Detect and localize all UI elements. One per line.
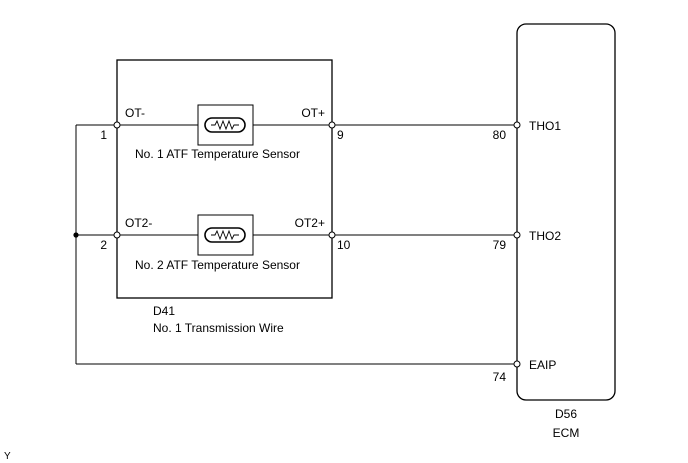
sensor2-thermistor-icon [197, 214, 254, 256]
sensor1-pos-label: OT+ [301, 106, 325, 120]
ecm-code: D56 [555, 407, 577, 421]
ecm-terminal-label-tho1: THO1 [529, 119, 561, 133]
ecm-terminal-pin-74: 74 [493, 370, 507, 384]
d41-connector-box [116, 59, 333, 299]
sensor1-thermistor-icon [197, 104, 254, 146]
ecm-terminal-pin-79: 79 [493, 238, 507, 252]
ecm-terminal-pin-80: 80 [493, 128, 507, 142]
d41-code: D41 [153, 304, 175, 318]
sensor2-pos-label: OT2+ [295, 216, 325, 230]
sensor2-neg-label: OT2- [125, 216, 152, 230]
terminal-ecm-pin74 [513, 360, 521, 368]
ecm-terminal-label-eaip: EAIP [529, 358, 556, 372]
sensor1-neg-pin: 1 [100, 128, 107, 142]
terminal-d41-pin10 [328, 231, 336, 239]
ecm-terminal-label-tho2: THO2 [529, 229, 561, 243]
sensor1-name: No. 1 ATF Temperature Sensor [135, 147, 300, 161]
corner-mark: Y [4, 451, 11, 462]
sensor2-name: No. 2 ATF Temperature Sensor [135, 258, 300, 272]
ecm-box [516, 23, 616, 401]
terminal-d41-pin1 [113, 121, 121, 129]
terminal-ecm-pin79 [513, 231, 521, 239]
terminal-ecm-pin80 [513, 121, 521, 129]
sensor1-neg-label: OT- [125, 106, 145, 120]
terminal-d41-pin2 [113, 231, 121, 239]
sensor2-pos-pin: 10 [337, 238, 351, 252]
splice-point [73, 232, 79, 238]
sensor1-pos-pin: 9 [337, 128, 344, 142]
terminal-d41-pin9 [328, 121, 336, 129]
ecm-name: ECM [553, 426, 580, 440]
d41-name: No. 1 Transmission Wire [153, 321, 284, 335]
sensor2-neg-pin: 2 [100, 238, 107, 252]
